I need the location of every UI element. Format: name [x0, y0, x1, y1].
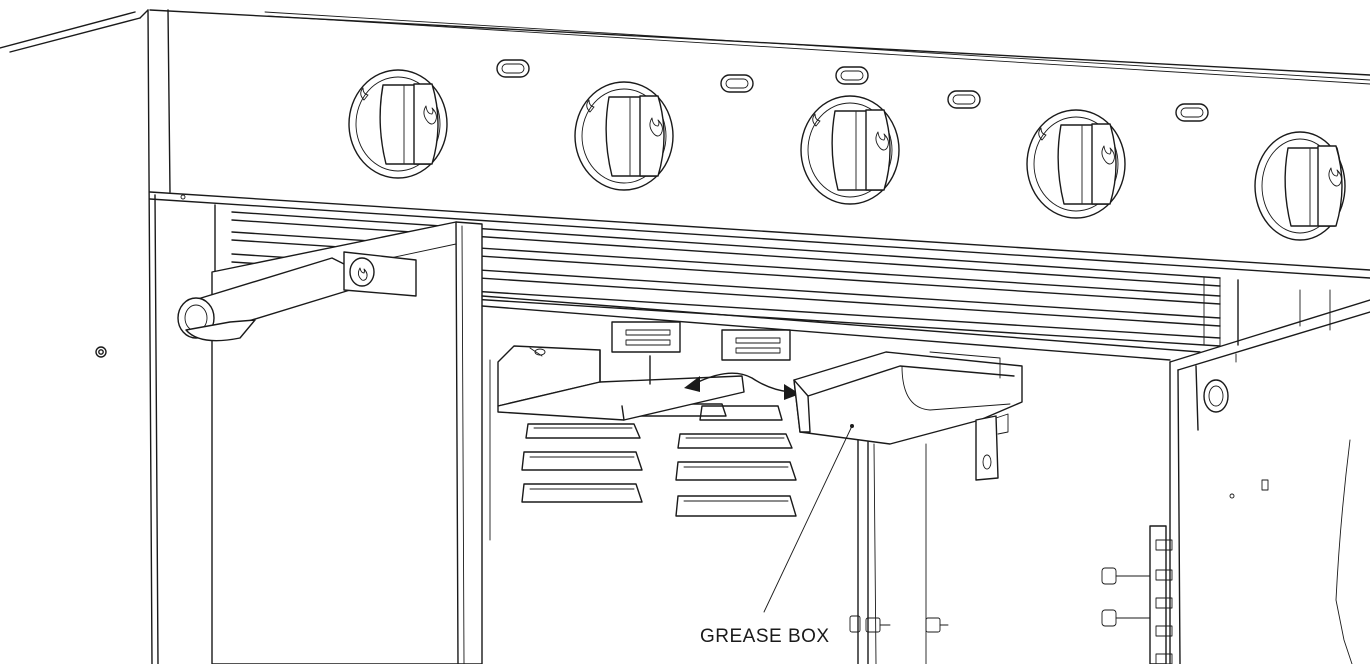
left-side-panel — [0, 9, 159, 664]
fascia-oval — [835, 66, 869, 85]
fascia-ovals — [496, 59, 1209, 122]
louver — [677, 433, 793, 449]
louver — [675, 495, 797, 517]
fascia-oval — [1175, 103, 1209, 122]
control-knob[interactable] — [800, 95, 900, 205]
control-knob[interactable] — [348, 69, 448, 179]
grease-box-label: GREASE BOX — [700, 626, 830, 647]
louver — [675, 461, 797, 481]
flame-icon — [812, 113, 821, 127]
fascia-oval — [947, 90, 981, 109]
flame-icon — [423, 105, 437, 125]
flame-icon — [360, 87, 369, 101]
control-knob[interactable] — [574, 81, 674, 191]
right-side-panel — [1169, 289, 1370, 664]
control-knob[interactable] — [1026, 109, 1126, 219]
center-door-edge — [849, 439, 949, 664]
slide-direction-arrow — [684, 372, 800, 400]
louver — [525, 423, 641, 439]
grease-tray-rail — [497, 345, 745, 421]
interior-cavity — [481, 295, 1201, 664]
control-knob[interactable] — [1254, 131, 1346, 241]
flame-icon — [1101, 145, 1115, 165]
fascia-oval — [720, 74, 754, 93]
louver — [521, 451, 643, 471]
flame-icon — [357, 267, 368, 281]
flame-icon — [875, 131, 889, 151]
rail-brackets — [611, 321, 791, 361]
control-panel — [149, 9, 1370, 279]
fascia-oval — [496, 59, 530, 78]
control-knobs — [348, 69, 1346, 241]
grease-box-callout: GREASE BOX — [700, 424, 854, 647]
louvers — [521, 403, 797, 517]
grease-box — [793, 351, 1023, 481]
flame-icon — [1038, 127, 1047, 141]
flame-icon — [1328, 167, 1342, 187]
door-handle[interactable] — [177, 251, 417, 342]
door-hinges — [1101, 525, 1173, 664]
louver — [521, 483, 643, 503]
flame-icon — [586, 99, 595, 113]
louver — [699, 405, 783, 421]
flame-icon — [649, 117, 663, 137]
